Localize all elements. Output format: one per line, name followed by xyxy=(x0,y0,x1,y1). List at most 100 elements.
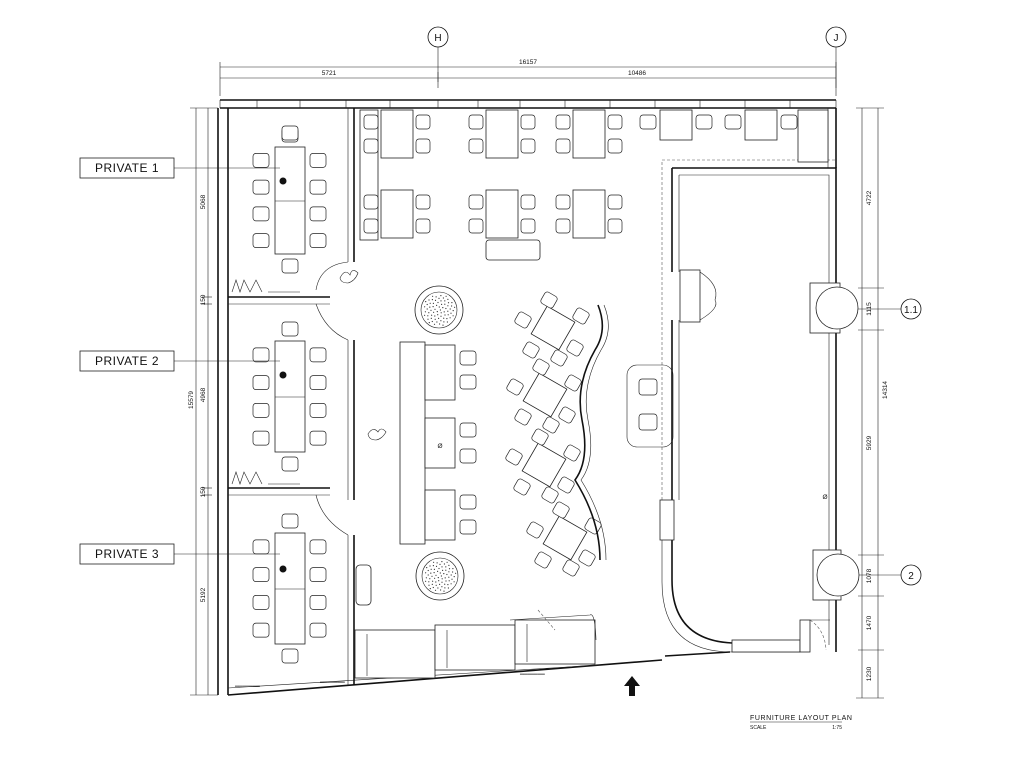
planter-dot xyxy=(450,312,452,314)
planter-dot xyxy=(440,300,442,302)
planter-dot xyxy=(436,321,438,323)
chair xyxy=(638,413,658,431)
planter-dot xyxy=(428,312,430,314)
planter-dot xyxy=(434,308,436,310)
planter-dot xyxy=(432,580,434,582)
planter-dot xyxy=(445,295,447,297)
planter-dot xyxy=(432,586,434,589)
planter-dot xyxy=(442,324,444,326)
dim-right-seg-6: 1230 xyxy=(866,666,873,681)
chair xyxy=(468,218,484,234)
planter-dot xyxy=(447,584,449,586)
main-hall-walls: Ø xyxy=(659,159,860,657)
chair xyxy=(309,233,327,248)
planter-dot xyxy=(425,577,427,579)
chair xyxy=(281,258,299,274)
planter-dot xyxy=(441,578,443,580)
planter-dot xyxy=(452,310,454,312)
planter-dot xyxy=(434,589,437,591)
planter-dot xyxy=(440,312,442,314)
chair xyxy=(281,321,299,337)
planter-dot xyxy=(453,576,455,578)
chair xyxy=(252,347,270,363)
chair xyxy=(607,114,623,130)
planter-dot xyxy=(434,315,436,317)
planter-dot xyxy=(435,574,437,576)
diagonal-table xyxy=(521,442,567,488)
chair xyxy=(564,374,582,392)
diagonal-dining-tables xyxy=(505,291,602,577)
chair xyxy=(542,416,560,434)
planter-dot xyxy=(431,299,433,301)
diagonal-table xyxy=(542,515,588,561)
private-3-dining xyxy=(274,532,306,645)
building-shell xyxy=(217,99,837,696)
planter-dot xyxy=(443,311,445,313)
planter-dot xyxy=(425,301,427,303)
planter-dot xyxy=(427,569,429,572)
grid-marker-1-1: 1.1 xyxy=(858,298,922,320)
chair xyxy=(309,179,327,195)
planter-dot xyxy=(446,561,448,563)
chair xyxy=(252,622,270,638)
planter-dot xyxy=(442,297,444,299)
chair xyxy=(607,194,623,210)
dim-left-seg-4: 150 xyxy=(200,486,207,497)
chair xyxy=(468,194,484,210)
planter-dot xyxy=(430,568,432,570)
planter-dot xyxy=(435,581,437,583)
planter-dot xyxy=(431,320,433,323)
planter-dot xyxy=(444,577,446,579)
dim-left-seg-3: 4968 xyxy=(200,387,207,402)
planter-dot xyxy=(448,580,450,582)
planter-dot xyxy=(451,305,453,307)
chair xyxy=(505,448,523,466)
chair xyxy=(415,218,431,234)
planter-dot xyxy=(429,565,431,567)
plant-sketch-2 xyxy=(367,428,387,441)
planter-dot xyxy=(424,311,426,313)
plan-title: FURNITURE LAYOUT PLAN xyxy=(750,715,853,722)
planter-dot xyxy=(445,307,447,310)
private-2-dining xyxy=(274,340,306,453)
planter-dot xyxy=(444,314,446,316)
chair xyxy=(468,138,484,154)
chair xyxy=(541,486,559,504)
private-1-marker xyxy=(279,177,287,185)
planter-dot xyxy=(446,573,448,576)
chair xyxy=(309,403,327,418)
svg-text:═══════: ═══════ xyxy=(319,680,345,686)
planter-dot xyxy=(447,302,450,304)
planter-dot xyxy=(448,568,451,570)
planter-dot xyxy=(450,583,452,585)
planter-dot xyxy=(437,587,439,589)
chair xyxy=(459,422,477,438)
planter-dot xyxy=(438,567,440,570)
booth-near-hall xyxy=(626,364,674,448)
grid-marker-h-label: H xyxy=(434,33,441,44)
planter-dot xyxy=(441,586,443,588)
dim-right-seg-1: 4722 xyxy=(866,190,873,205)
planter-dot xyxy=(432,306,434,308)
private-1-dining xyxy=(274,146,306,255)
planter-dot xyxy=(447,587,449,589)
planter-dot xyxy=(439,563,441,566)
private-room-partitions xyxy=(228,108,355,685)
round-planter-bottom xyxy=(415,551,465,601)
dim-left-seg-1: 5068 xyxy=(200,194,207,209)
chair xyxy=(309,567,327,582)
planter-dot xyxy=(425,572,427,574)
chair xyxy=(531,428,549,446)
svg-text:═══════: ═══════ xyxy=(234,684,260,690)
dim-right-seg-4: 1078 xyxy=(866,568,873,583)
planter-dot xyxy=(425,580,427,582)
dim-top-right: 10486 xyxy=(628,70,646,77)
planter-dot xyxy=(438,317,440,319)
chair xyxy=(252,375,270,390)
diagonal-table xyxy=(522,372,568,418)
planter-dot xyxy=(427,574,429,576)
chair xyxy=(459,519,477,535)
planter-dot xyxy=(427,318,429,320)
planter-dot xyxy=(439,583,441,586)
